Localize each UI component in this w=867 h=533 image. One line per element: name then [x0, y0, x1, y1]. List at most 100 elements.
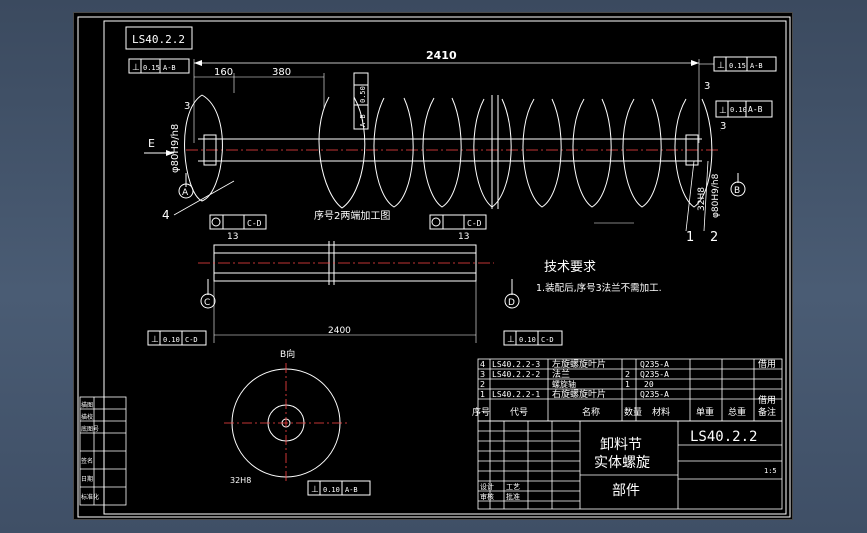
title-design-label: 设计	[480, 482, 494, 491]
dim-380: 380	[272, 67, 291, 78]
svg-text:材料: 材料	[652, 406, 670, 418]
title-name-1: 卸料节	[600, 437, 642, 453]
drawing-canvas[interactable]: LS40.2.2 2410 160 380 ⊥ 0.15 A-B ⊥ 0.15 …	[73, 12, 793, 520]
bom-row-2: 2 螺旋轴 1 20	[480, 379, 654, 389]
view-b-label: B向	[280, 348, 295, 360]
svg-text:左旋螺旋叶片: 左旋螺旋叶片	[552, 358, 606, 370]
tech-title: 技术要求	[544, 260, 596, 275]
svg-text:Q235-A: Q235-A	[640, 390, 669, 399]
svg-text:借用: 借用	[758, 358, 776, 370]
side-label-4: 日期	[81, 475, 93, 483]
svg-text:螺旋轴: 螺旋轴	[552, 379, 576, 389]
svg-text:3: 3	[480, 370, 485, 379]
svg-text:借用: 借用	[758, 394, 776, 406]
svg-text:2: 2	[480, 380, 485, 389]
svg-text:Q235-A: Q235-A	[640, 370, 669, 379]
svg-text:4: 4	[480, 360, 485, 369]
shaft-fit-left: φ80H9/h8	[170, 124, 181, 173]
title-approve-label: 批准	[506, 492, 520, 501]
detail-title: 序号2两端加工图	[314, 209, 390, 222]
svg-text:20: 20	[644, 380, 654, 389]
view-b-fit: 32H8	[230, 476, 251, 485]
drawing-number-box: LS40.2.2	[132, 33, 185, 46]
title-block	[477, 420, 783, 510]
datum-d: D	[508, 298, 515, 308]
svg-text:LS40.2.2-1: LS40.2.2-1	[492, 390, 540, 399]
tol-right-top-ref: A-B	[750, 62, 763, 70]
title-drawing-no: LS40.2.2	[690, 429, 757, 445]
tech-note-1: 1.装配后,序号3法兰不需加工.	[536, 282, 662, 294]
svg-text:LS40.2.2-3: LS40.2.2-3	[492, 360, 540, 369]
svg-text:C-D: C-D	[541, 336, 554, 344]
svg-text:⊥: ⊥	[507, 335, 515, 345]
svg-text:备注: 备注	[758, 406, 776, 418]
bom-row-4: 4 LS40.2.2-3 左旋螺旋叶片 Q235-A 借用	[480, 358, 776, 370]
svg-text:右旋螺旋叶片: 右旋螺旋叶片	[552, 388, 606, 400]
detail-dim-13-left: 13	[227, 232, 238, 242]
svg-text:⊥: ⊥	[151, 335, 159, 345]
callout-2: 2	[710, 230, 718, 245]
detail-tol-left: C-D	[209, 214, 267, 230]
shaft-fit-right: φ80H9/h8	[711, 173, 721, 218]
svg-text:C-D: C-D	[467, 219, 482, 228]
dim-160: 160	[214, 67, 233, 78]
tol-vertical: 0.50	[359, 86, 367, 103]
dim-3-right-b: 3	[720, 121, 726, 132]
screw-shaft	[186, 134, 719, 166]
svg-text:1: 1	[625, 380, 630, 389]
dim-3-left: 3	[184, 101, 190, 112]
view-e-label: E	[148, 137, 155, 150]
bom-row-1: 1 LS40.2.2-1 右旋螺旋叶片 Q235-A 借用	[480, 388, 776, 406]
side-label-0: 描图	[81, 401, 93, 409]
svg-text:Q235-A: Q235-A	[640, 360, 669, 369]
dim-overall-length: 2410	[426, 49, 457, 62]
svg-text:LS40.2.2-2: LS40.2.2-2	[492, 370, 540, 379]
svg-text:⊥: ⊥	[311, 485, 319, 495]
svg-text:⊥: ⊥	[717, 61, 725, 71]
title-name-2: 实体螺旋	[594, 455, 650, 471]
svg-text:法兰: 法兰	[552, 368, 570, 380]
side-label-5: 标准化	[81, 493, 99, 501]
tol-left-top-ref: A-B	[163, 64, 176, 72]
outer-frame	[77, 16, 791, 518]
svg-text:⊥: ⊥	[719, 106, 727, 116]
datum-c: C	[204, 298, 210, 308]
side-label-3: 签名	[81, 457, 93, 465]
bom-header: 序号 代号 名称 数量 材料 单重 总重 备注	[472, 406, 776, 418]
svg-text:2: 2	[625, 370, 630, 379]
side-stamp-table	[79, 396, 127, 506]
svg-text:代号: 代号	[510, 407, 528, 418]
tol-right-top: 0.15	[729, 62, 746, 70]
tol-left-top: 0.15	[143, 64, 160, 72]
side-label-1: 描校	[81, 413, 93, 421]
svg-text:序号: 序号	[472, 406, 490, 418]
callout-3: 3	[720, 130, 721, 132]
svg-text:数量: 数量	[624, 406, 642, 418]
engineering-drawing: LS40.2.2 2410 160 380 ⊥ 0.15 A-B ⊥ 0.15 …	[77, 16, 791, 518]
svg-text:⊥: ⊥	[132, 63, 140, 73]
svg-text:C-D: C-D	[247, 219, 262, 228]
detail-length: 2400	[328, 326, 351, 336]
svg-text:名称: 名称	[582, 406, 600, 418]
title-check-label: 审核	[480, 492, 494, 501]
datum-b: B	[734, 186, 740, 196]
callout-1: 1	[686, 230, 694, 245]
svg-text:0.10: 0.10	[163, 336, 180, 344]
screw-flights	[184, 94, 713, 209]
title-name-3: 部件	[612, 483, 640, 499]
svg-text:1: 1	[480, 390, 485, 399]
svg-text:C-D: C-D	[185, 336, 198, 344]
detail-tol-bottom-right: ⊥ 0.10 C-D	[503, 330, 563, 346]
detail-tol-right: C-D	[429, 214, 487, 230]
dim-3-right-a: 3	[704, 81, 710, 92]
callout-4: 4	[162, 208, 170, 222]
svg-text:0.10: 0.10	[323, 486, 340, 494]
inner-frame	[103, 20, 787, 515]
side-label-2: 底图号	[81, 425, 99, 433]
tol-right-mid-ref: A-B	[748, 105, 763, 114]
svg-text:单重: 单重	[696, 406, 714, 418]
title-scale: 1:5	[764, 467, 777, 475]
svg-text:0.10: 0.10	[519, 336, 536, 344]
datum-a: A	[182, 188, 189, 198]
detail-tol-bottom: ⊥ 0.10 C-D	[147, 330, 207, 346]
